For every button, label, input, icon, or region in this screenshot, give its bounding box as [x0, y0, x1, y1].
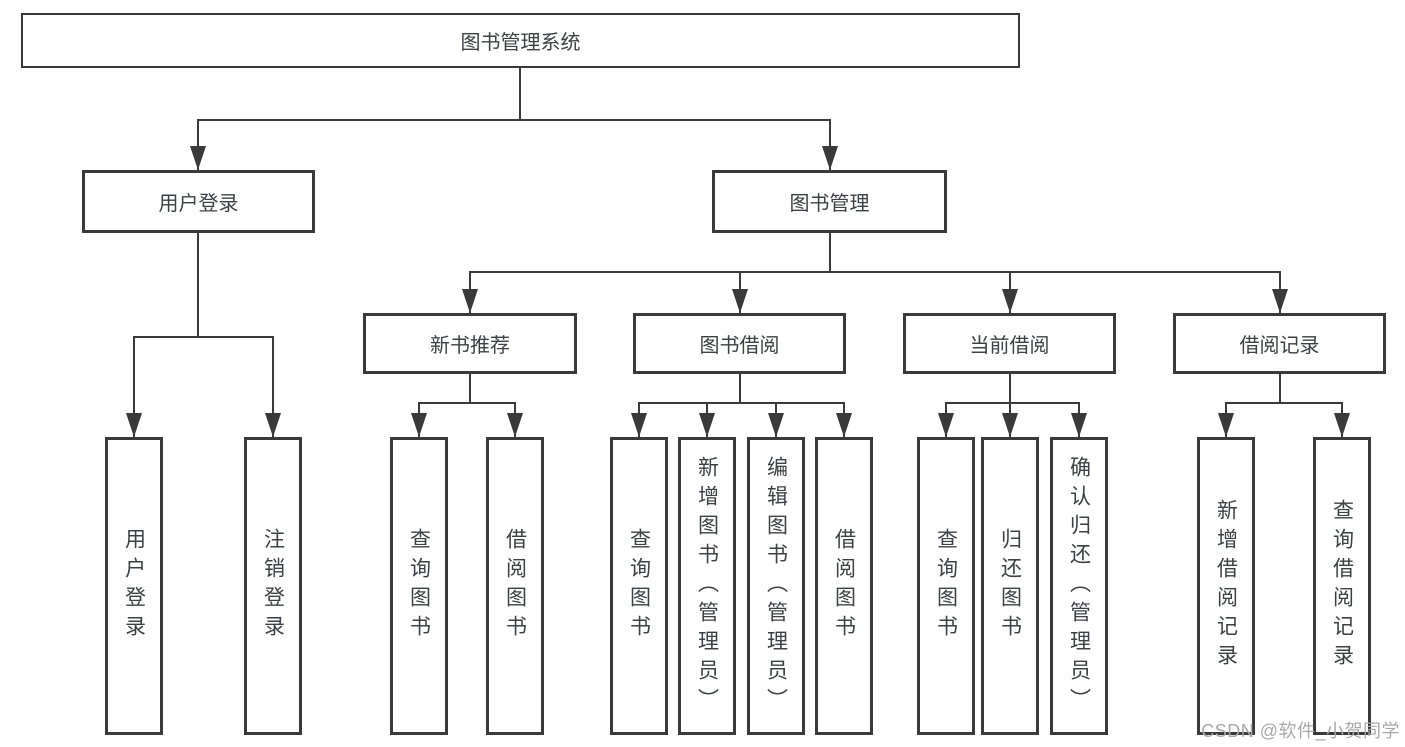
leaf-add-borrow-record: 新增借阅记录	[1197, 437, 1255, 735]
leaf-edit-book-admin: 编辑图书（管理员）	[747, 437, 805, 735]
arrowhead-icon	[265, 413, 281, 437]
connector-borrow-records-bus	[1225, 402, 1343, 404]
leaf-query-books-1: 查询图书	[390, 437, 448, 735]
leaf-add-book-admin: 新增图书（管理员）	[678, 437, 736, 735]
connector-book-mgmt-bus	[469, 271, 1281, 273]
arrowhead-icon	[732, 289, 748, 313]
arrowhead-icon	[836, 413, 852, 437]
arrowhead-icon	[938, 413, 954, 437]
leaf-return-book: 归还图书	[981, 437, 1039, 735]
arrowhead-icon	[699, 413, 715, 437]
leaf-query-books-2: 查询图书	[610, 437, 668, 735]
node-borrowing-records: 借阅记录	[1173, 313, 1386, 374]
connector-root-bus	[197, 119, 831, 121]
connector-new-book-bus	[418, 402, 516, 404]
node-current-borrowing-label: 当前借阅	[969, 335, 1050, 357]
arrowhead-icon	[1334, 413, 1350, 437]
arrowhead-icon	[631, 413, 647, 437]
leaf-confirm-return-admin: 确认归还（管理员）	[1050, 437, 1108, 735]
connector-root-stem	[519, 68, 521, 120]
node-book-borrowing: 图书借阅	[633, 313, 846, 374]
leaf-edit-book-admin-label: 编辑图书（管理员）	[764, 455, 788, 717]
node-user-login-label: 用户登录	[158, 193, 239, 215]
node-current-borrowing: 当前借阅	[903, 313, 1116, 374]
leaf-borrow-books-1: 借阅图书	[486, 437, 544, 735]
connector-user-login-bus	[133, 336, 274, 338]
arrowhead-icon	[1002, 289, 1018, 313]
watermark: CSDN @软件_小贺同学	[1201, 721, 1400, 741]
connector-new-book-stem	[469, 374, 471, 404]
connector-current-borrow-stem	[1009, 374, 1011, 404]
node-new-book-recommend-label: 新书推荐	[430, 335, 510, 357]
node-book-management: 图书管理	[712, 170, 947, 233]
connector-user-login-stem	[197, 233, 199, 337]
connector-to-user-login-leaf	[133, 336, 135, 437]
leaf-logout: 注销登录	[244, 437, 302, 735]
node-book-borrowing-label: 图书借阅	[699, 335, 780, 357]
node-user-login: 用户登录	[82, 170, 315, 233]
leaf-borrow-books-1-label: 借阅图书	[503, 528, 527, 644]
node-new-book-recommend: 新书推荐	[363, 313, 577, 374]
connector-book-borrow-stem	[739, 374, 741, 404]
arrowhead-icon	[411, 413, 427, 437]
leaf-query-books-3: 查询图书	[917, 437, 975, 735]
connector-to-logout-leaf	[272, 336, 274, 437]
leaf-query-books-2-label: 查询图书	[627, 528, 651, 644]
arrowhead-icon	[507, 413, 523, 437]
arrowhead-icon	[822, 146, 838, 170]
leaf-borrow-books-2-label: 借阅图书	[832, 528, 856, 644]
node-library-system: 图书管理系统	[21, 13, 1020, 68]
leaf-add-book-admin-label: 新增图书（管理员）	[695, 455, 719, 717]
node-library-system-label: 图书管理系统	[460, 32, 581, 54]
node-book-management-label: 图书管理	[789, 193, 870, 215]
leaf-return-book-label: 归还图书	[998, 528, 1022, 644]
arrowhead-icon	[1272, 289, 1288, 313]
arrowhead-icon	[1218, 413, 1234, 437]
leaf-borrow-books-2: 借阅图书	[815, 437, 873, 735]
leaf-query-borrow-record-label: 查询借阅记录	[1330, 499, 1354, 673]
arrowhead-icon	[1071, 413, 1087, 437]
leaf-query-books-3-label: 查询图书	[934, 528, 958, 644]
leaf-user-login-label: 用户登录	[122, 528, 146, 644]
leaf-user-login: 用户登录	[105, 437, 163, 735]
connector-book-mgmt-stem	[829, 233, 831, 273]
connector-to-book-management	[829, 119, 831, 170]
connector-borrow-records-stem	[1279, 374, 1281, 404]
arrowhead-icon	[1002, 413, 1018, 437]
leaf-add-borrow-record-label: 新增借阅记录	[1214, 499, 1238, 673]
arrowhead-icon	[126, 413, 142, 437]
leaf-query-books-1-label: 查询图书	[407, 528, 431, 644]
leaf-confirm-return-admin-label: 确认归还（管理员）	[1067, 455, 1091, 717]
arrowhead-icon	[768, 413, 784, 437]
connector-book-borrow-bus	[638, 402, 845, 404]
arrowhead-icon	[462, 289, 478, 313]
arrowhead-icon	[190, 146, 206, 170]
leaf-query-borrow-record: 查询借阅记录	[1313, 437, 1371, 735]
connector-to-user-login	[197, 119, 199, 170]
leaf-logout-label: 注销登录	[261, 528, 285, 644]
node-borrowing-records-label: 借阅记录	[1239, 335, 1320, 357]
connector-current-borrow-bus	[945, 402, 1080, 404]
